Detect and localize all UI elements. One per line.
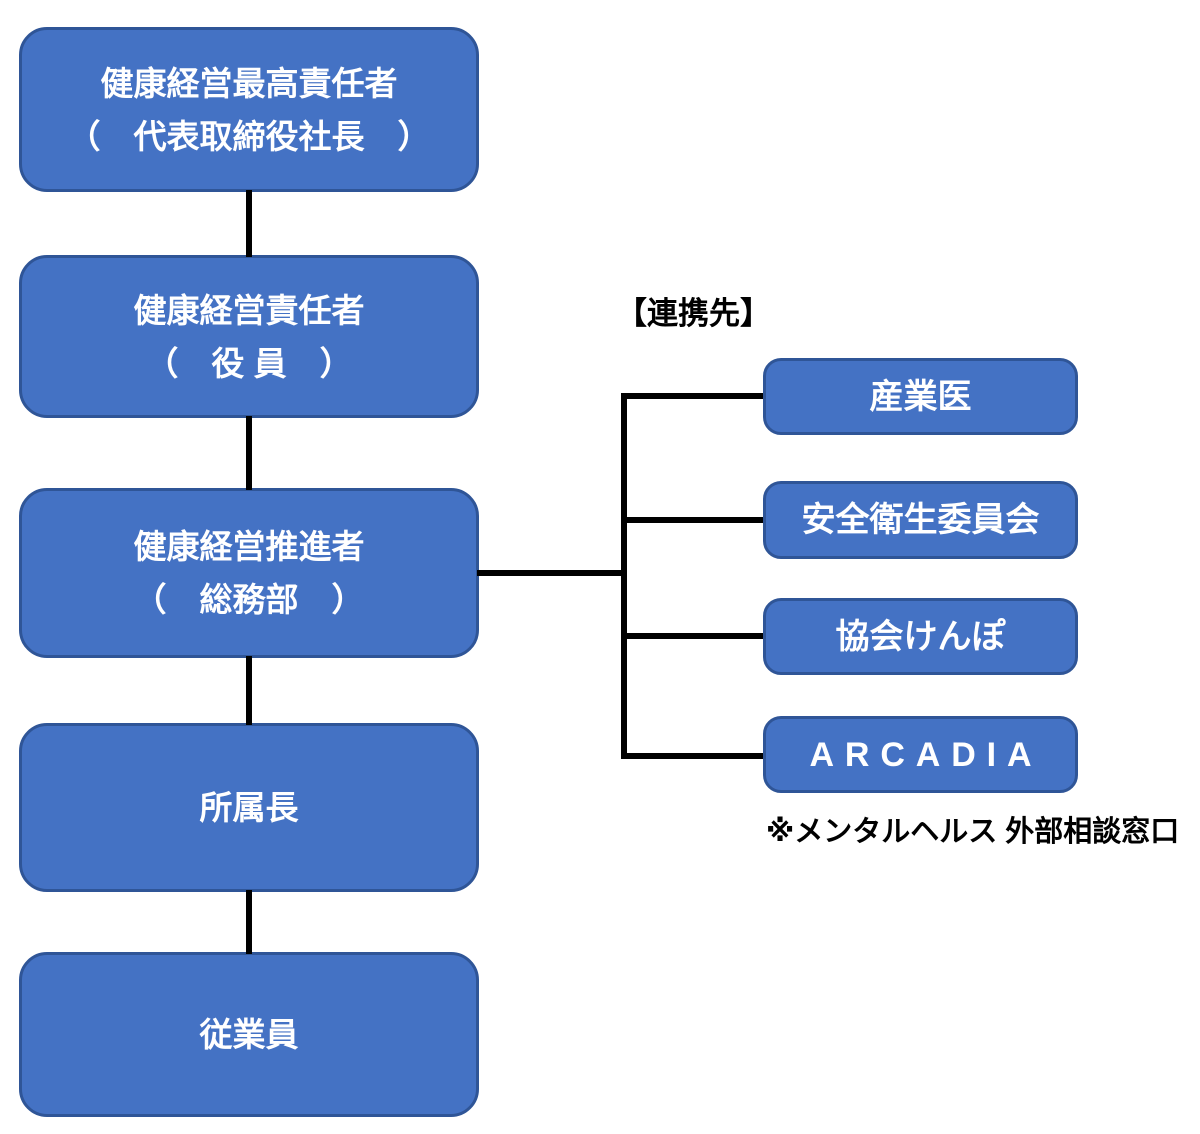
partner-kyokai-kenpo: 協会けんぽ bbox=[763, 598, 1078, 675]
connector-chain-4-5 bbox=[246, 890, 252, 954]
partner-occupational-physician: 産業医 bbox=[763, 358, 1078, 435]
connector-partners-trunk bbox=[621, 393, 627, 759]
connector-branch-safety-health-committee bbox=[621, 517, 766, 523]
partner-label: 協会けんぽ bbox=[835, 617, 1006, 656]
connector-chain-2-3 bbox=[246, 416, 252, 490]
connector-promoter-to-trunk bbox=[477, 570, 627, 576]
partner-safety-health-committee: 安全衛生委員会 bbox=[763, 481, 1078, 559]
connector-branch-arcadia bbox=[621, 753, 766, 759]
node-title: 所属長 bbox=[199, 789, 299, 826]
node-chief-health-officer: 健康経営最高責任者 （ 代表取締役社長 ） bbox=[19, 27, 479, 192]
connector-chain-3-4 bbox=[246, 656, 252, 725]
node-health-management-promoter: 健康経営推進者 （ 総務部 ） bbox=[19, 488, 479, 658]
node-subtitle: （ 代表取締役社長 ） bbox=[67, 117, 431, 155]
connector-branch-occupational-physician bbox=[621, 393, 766, 399]
node-title: 健康経営推進者 bbox=[133, 528, 365, 565]
connector-branch-kyokai-kenpo bbox=[621, 633, 766, 639]
node-title: 従業員 bbox=[199, 1016, 299, 1053]
node-subtitle: （ 総務部 ） bbox=[133, 581, 365, 618]
mental-health-note: ※メンタルヘルス 外部相談窓口 bbox=[766, 816, 1180, 848]
partner-label: ARCADIA bbox=[809, 735, 1043, 774]
partner-label: 安全衛生委員会 bbox=[801, 501, 1040, 539]
node-employees: 従業員 bbox=[19, 952, 479, 1117]
node-subtitle: （ 役 員 ） bbox=[145, 344, 353, 382]
partners-header: 【連携先】 bbox=[616, 296, 771, 331]
partner-label: 産業医 bbox=[869, 377, 972, 416]
connector-chain-1-2 bbox=[246, 190, 252, 257]
node-health-management-officer: 健康経営責任者 （ 役 員 ） bbox=[19, 255, 479, 418]
partner-arcadia: ARCADIA bbox=[763, 716, 1078, 793]
node-title: 健康経営責任者 bbox=[133, 291, 365, 329]
node-title: 健康経営最高責任者 bbox=[100, 64, 398, 102]
node-department-head: 所属長 bbox=[19, 723, 479, 892]
